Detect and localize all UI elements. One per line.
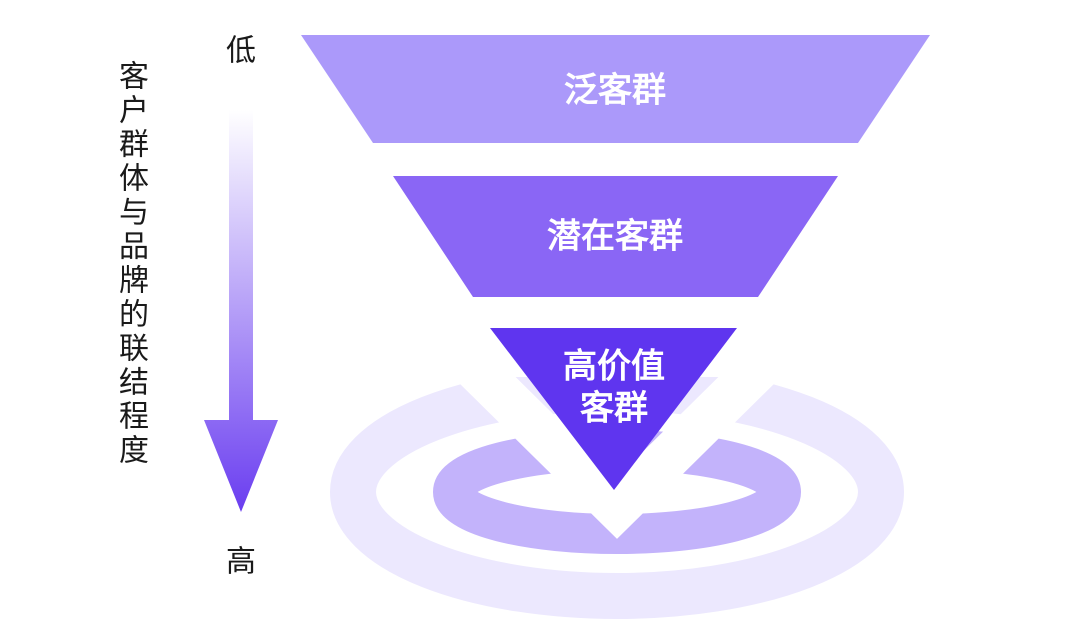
tier-high-value-audience (490, 328, 737, 490)
axis-title-char: 与 (119, 196, 149, 231)
gradient-arrow (204, 110, 278, 512)
axis-top-label: 低 (226, 34, 256, 69)
axis-title-char: 体 (119, 162, 149, 197)
axis-bottom-label: 高 (226, 545, 256, 580)
axis-title-char: 程 (119, 400, 149, 435)
tier-potential-audience (393, 176, 838, 297)
funnel: 泛客群 潜在客群 高价值 客群 (301, 35, 930, 490)
axis-title-char: 客 (119, 60, 149, 95)
axis-title-char: 度 (119, 434, 149, 469)
axis-title-char: 联 (119, 332, 149, 367)
tier-broad-audience (301, 35, 930, 143)
axis-title-char: 牌 (119, 264, 149, 299)
tier-label-high-value-line2: 客群 (580, 389, 648, 429)
axis-title-char: 品 (119, 230, 149, 265)
axis-title-char: 的 (119, 298, 149, 333)
tier-label-broad: 泛客群 (564, 71, 666, 111)
tier-label-potential: 潜在客群 (547, 217, 683, 257)
axis-title-char: 户 (119, 94, 149, 129)
axis-title-char: 结 (119, 366, 149, 401)
axis-title-char: 群 (119, 128, 149, 163)
tier-label-high-value-line1: 高价值 (563, 347, 665, 387)
